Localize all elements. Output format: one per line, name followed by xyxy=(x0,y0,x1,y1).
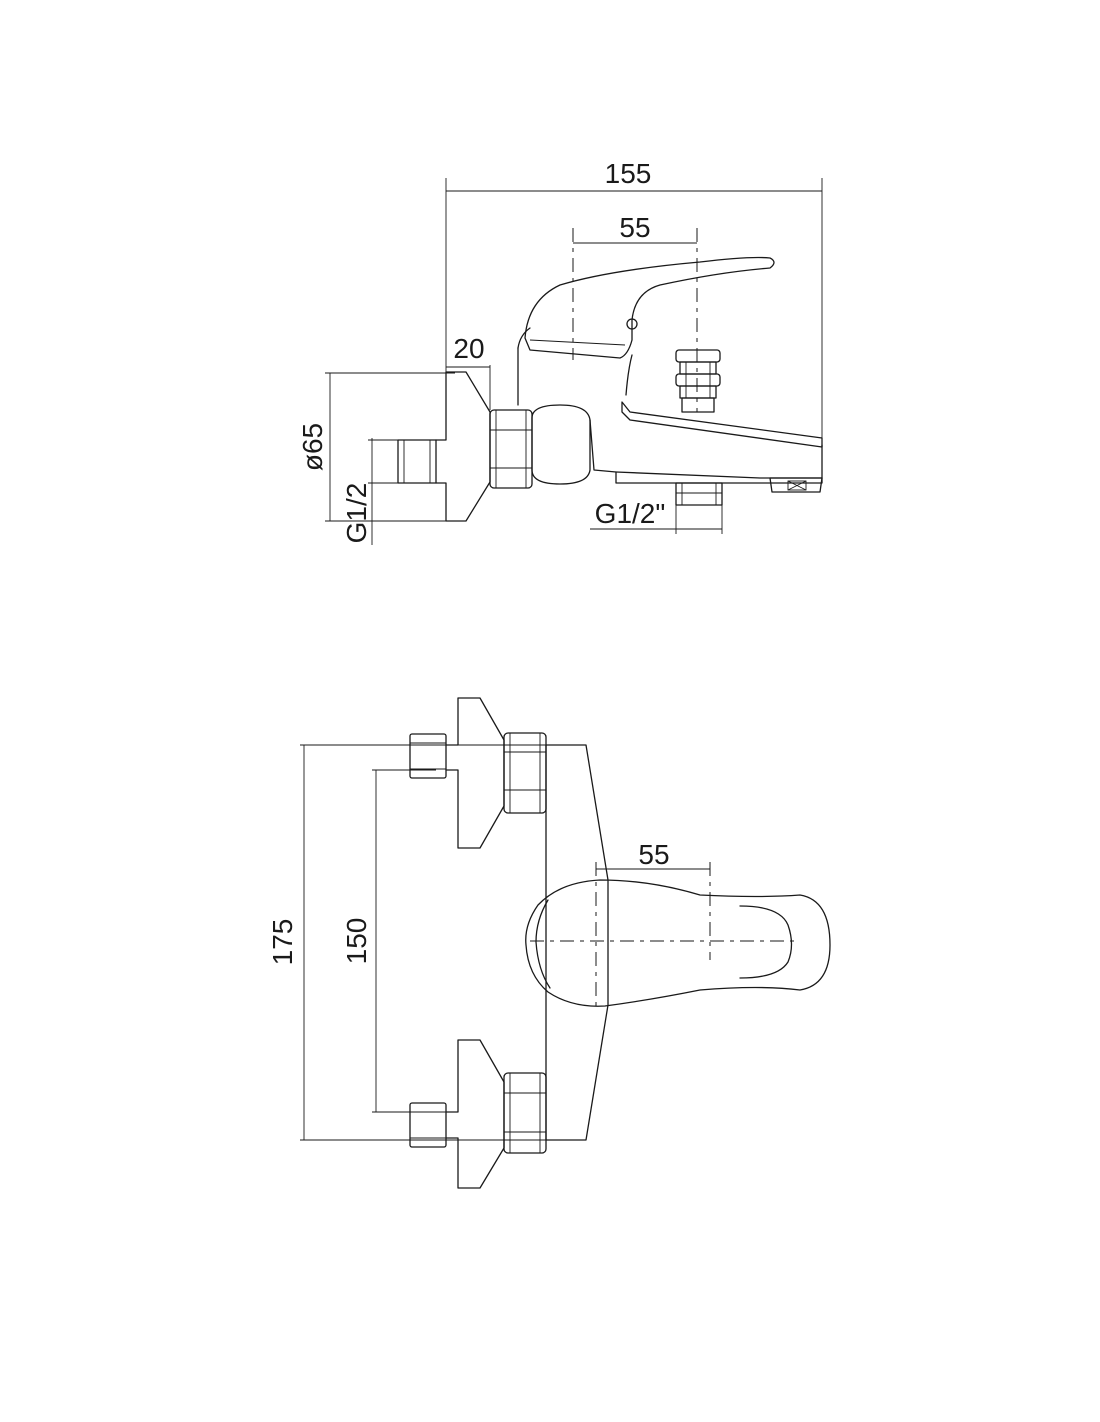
wall-flange-upper xyxy=(445,697,505,849)
diverter-knob-side xyxy=(675,349,721,413)
mixer-body-front xyxy=(545,744,609,1141)
dimension-label-155: 155 xyxy=(605,158,652,189)
dimension-wall-plate: 20 xyxy=(446,333,491,410)
dimension-flange-diameter: ø65 xyxy=(297,372,462,522)
dimension-overall-height: 175 xyxy=(267,744,548,1141)
wall-flange-side xyxy=(435,371,491,522)
hex-nut-upper xyxy=(503,732,547,814)
dimension-label-175: 175 xyxy=(267,919,298,966)
inlet-fitting-upper xyxy=(409,733,447,779)
dimension-inlet-thread: G1/2 xyxy=(341,438,436,545)
outlet-connector-side xyxy=(675,482,723,506)
connection-collar-side xyxy=(531,404,591,485)
lever-handle-front xyxy=(525,879,831,1007)
front-view: 175 150 55 xyxy=(267,697,831,1189)
dimension-lever-offset-front: 55 xyxy=(595,839,711,1010)
hex-nut-lower xyxy=(503,1072,547,1154)
lever-handle-side xyxy=(524,256,775,359)
dimension-label-55-side: 55 xyxy=(619,212,650,243)
dimension-outlet-thread: G1/2" xyxy=(590,498,723,534)
dimension-label-ø65: ø65 xyxy=(297,423,328,471)
dimension-inlet-spacing: 150 xyxy=(341,769,436,1113)
inlet-fitting-side xyxy=(397,439,437,484)
aerator-side xyxy=(769,477,823,493)
dimension-label-20: 20 xyxy=(453,333,484,364)
wall-flange-lower xyxy=(445,1039,505,1189)
hex-nut-side xyxy=(489,409,533,489)
spout-side xyxy=(621,354,823,448)
dimension-lever-offset-side: 55 xyxy=(572,212,698,412)
dimension-label-g1-2-inlet: G1/2 xyxy=(341,483,372,544)
dimension-label-g1-2-outlet: G1/2" xyxy=(595,498,666,529)
side-view: 155 55 20 ø65 G1/2 xyxy=(297,158,823,545)
inlet-fitting-lower xyxy=(409,1102,447,1148)
dimension-overall-width: 155 xyxy=(445,158,823,472)
dimension-label-150: 150 xyxy=(341,918,372,965)
dimension-label-55-front: 55 xyxy=(638,839,669,870)
